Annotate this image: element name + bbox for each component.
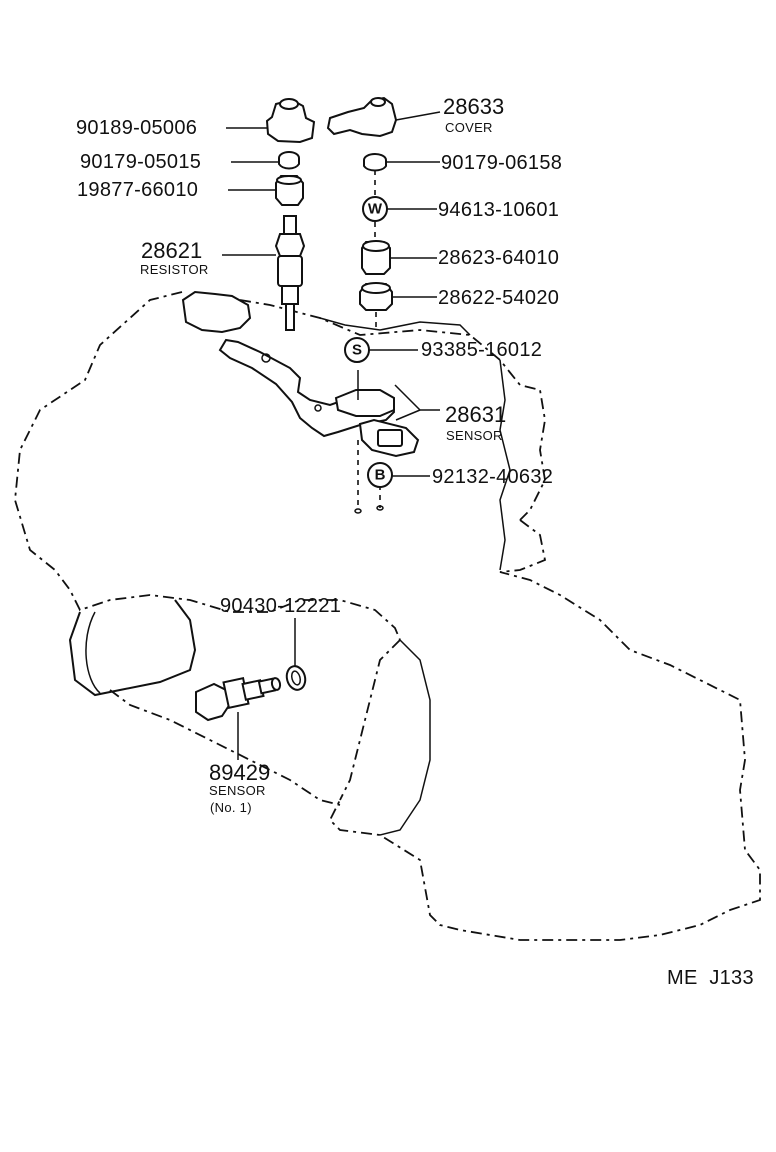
part-number-92132-40632: 92132-40632 [432, 466, 554, 488]
housing-contour-b [319, 317, 471, 336]
part-89429-sensor-no1 [195, 677, 282, 722]
part-number-90430-12221: 90430-12221 [220, 595, 342, 617]
output-shaft-edge [85, 611, 101, 694]
figure-code: ME J133 [667, 967, 754, 989]
housing-contour-c [379, 639, 431, 836]
svg-text:S: S [352, 342, 362, 359]
symbol-s-circle: S [344, 337, 370, 363]
part-number-28633: 28633 [443, 94, 505, 119]
part-28622-54020-bushing [359, 282, 393, 311]
part-90179-05015-washer [278, 151, 300, 170]
symbol-w-circle: W [362, 196, 388, 222]
part-desc-cover: COVER [445, 120, 493, 135]
part-number-94613-10601: 94613-10601 [438, 199, 560, 221]
leader-lines [222, 111, 441, 760]
part-desc-resistor: RESISTOR [140, 262, 209, 277]
part-28633-cover [326, 96, 398, 138]
part-90179-06158-washer [363, 153, 387, 172]
part-desc-sensor: SENSOR [446, 428, 503, 443]
part-19877-66010-rubber [275, 175, 304, 206]
part-desc-sensor-no1: SENSOR [209, 783, 266, 798]
part-number-28622-54020: 28622-54020 [438, 287, 560, 309]
output-shaft-housing [68, 599, 197, 697]
part-28623-64010-bushing [361, 240, 391, 275]
part-number-90189-05006: 90189-05006 [76, 117, 198, 139]
part-number-28631: 28631 [445, 402, 507, 427]
part-number-93385-16012: 93385-16012 [421, 339, 543, 361]
part-number-19877-66010: 19877-66010 [77, 179, 199, 201]
part-number-28621: 28621 [141, 238, 203, 263]
housing-lower-left [109, 689, 341, 806]
part-28621-resistor [274, 215, 306, 331]
svg-text:B: B [375, 467, 386, 484]
part-90189-05006-cap [265, 98, 316, 144]
part-90430-12221-washer [285, 665, 307, 691]
transmission-housing-outline [14, 291, 401, 641]
part-number-90179-05015: 90179-05015 [80, 151, 202, 173]
housing-right-edge [328, 519, 761, 941]
svg-text:W: W [368, 201, 383, 218]
part-number-90179-06158: 90179-06158 [441, 152, 563, 174]
housing-contour-a [499, 359, 511, 571]
part-desc-no1: (No. 1) [210, 800, 252, 815]
housing-top-edge [239, 299, 546, 521]
governor-cover-flange [181, 290, 252, 334]
part-number-28623-64010: 28623-64010 [438, 247, 560, 269]
part-28631-sensor-bracket [218, 338, 420, 458]
symbol-b-circle: B [367, 462, 393, 488]
part-number-89429: 89429 [209, 760, 271, 785]
housing-inner-edge [339, 639, 401, 801]
